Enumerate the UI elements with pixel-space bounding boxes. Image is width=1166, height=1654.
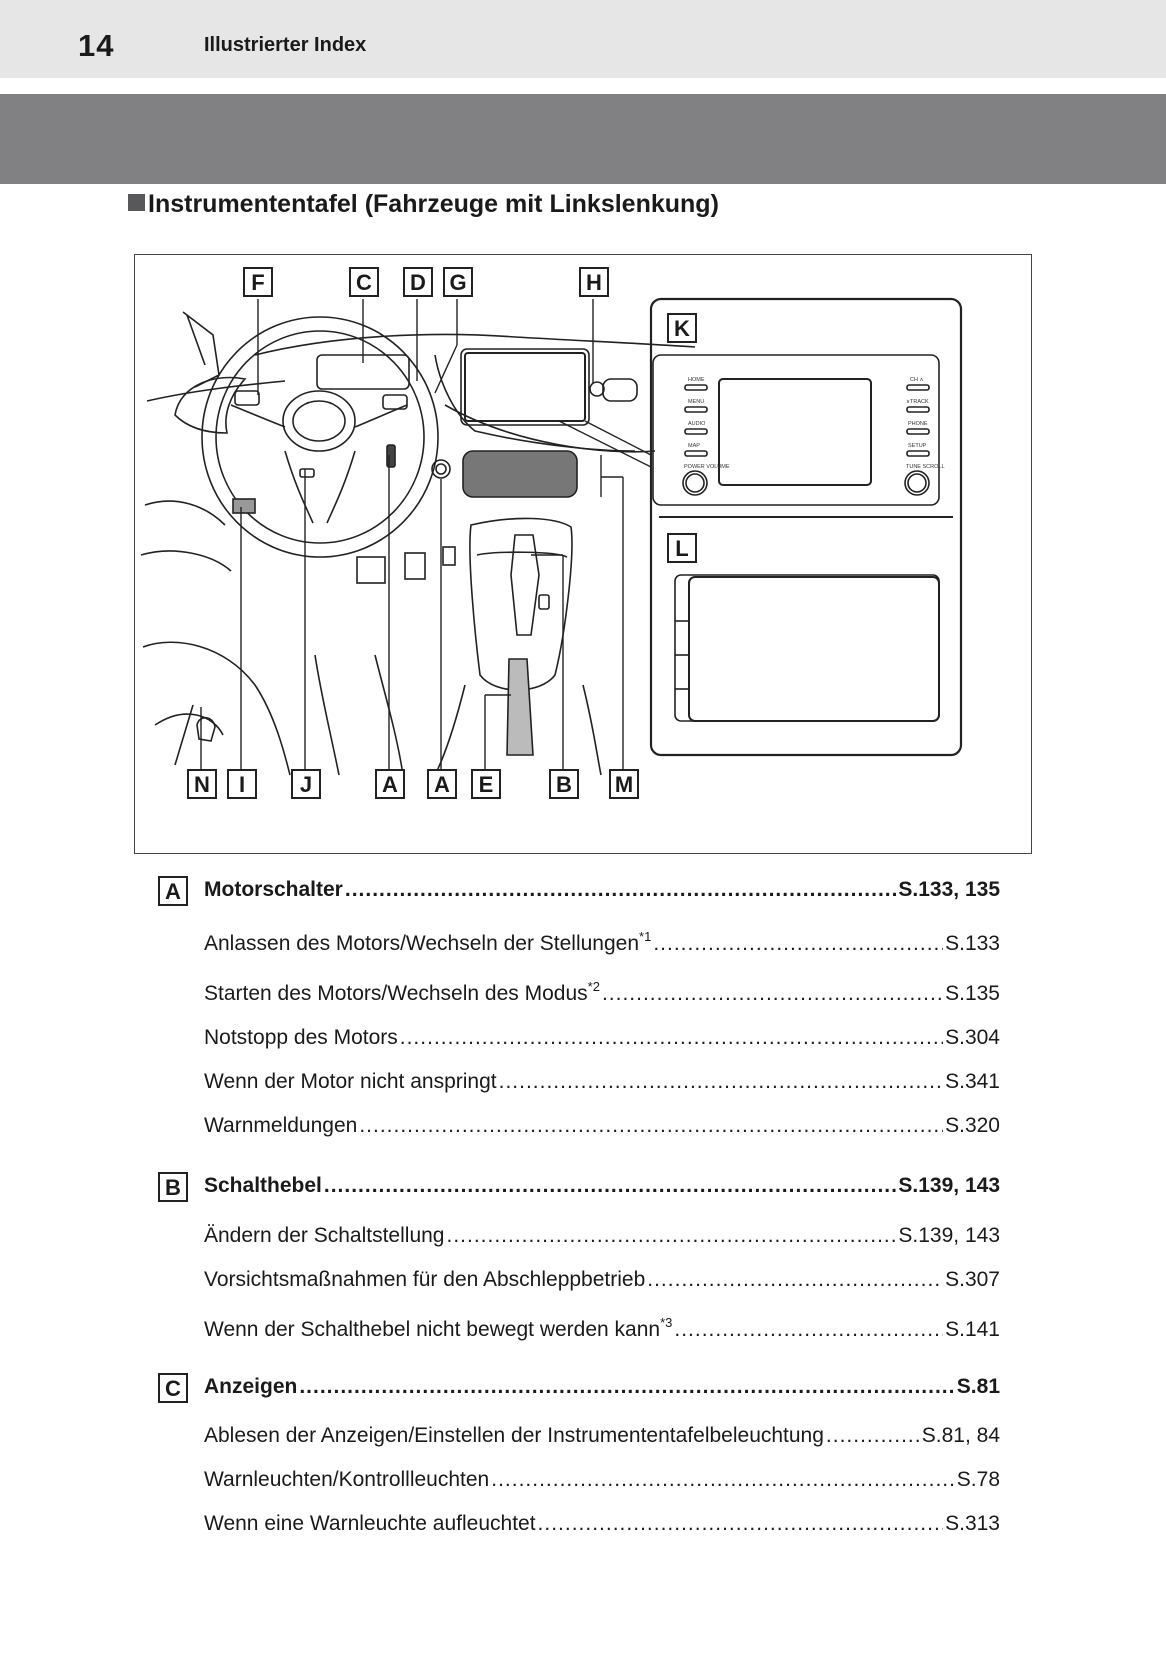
svg-text:MAP: MAP xyxy=(688,443,700,449)
label-b: B xyxy=(549,769,579,799)
svg-text:∨TRACK: ∨TRACK xyxy=(906,399,929,405)
label-e: E xyxy=(471,769,501,799)
climate-panel xyxy=(462,450,578,498)
label-l: L xyxy=(667,533,697,563)
index-entry: Starten des Motors/Wechseln des Modus*2S… xyxy=(204,978,1000,1006)
index-entry: Ändern der SchaltstellungS.139, 143 xyxy=(204,1220,1000,1248)
label-k: K xyxy=(667,313,697,343)
power-switch xyxy=(431,459,451,479)
label-a: A xyxy=(427,769,457,799)
label-n: N xyxy=(187,769,217,799)
label-c: C xyxy=(349,267,379,297)
svg-text:CH ∧: CH ∧ xyxy=(910,377,924,383)
index-entry: Notstopp des MotorsS.304 xyxy=(204,1022,1000,1050)
label-g: G xyxy=(443,267,473,297)
label-h: H xyxy=(579,267,609,297)
leader-lines xyxy=(200,299,652,769)
label-d: D xyxy=(403,267,433,297)
page-header: 14 Illustrierter Index xyxy=(0,0,1166,78)
section-title: Instrumententafel (Fahrzeuge mit Linksle… xyxy=(128,190,719,219)
svg-text:SETUP: SETUP xyxy=(908,443,927,449)
multimedia-screen xyxy=(464,352,586,422)
dashboard-drawing: HOME MENU AUDIO MAP POWER VOLUME CH ∧ ∨T… xyxy=(140,297,963,776)
pedal xyxy=(356,556,386,584)
steering-wheel xyxy=(201,316,439,558)
svg-text:MENU: MENU xyxy=(688,399,704,405)
radio-l xyxy=(674,574,940,722)
svg-text:TUNE SCROLL: TUNE SCROLL xyxy=(906,464,945,470)
square-bullet-icon xyxy=(128,194,145,211)
svg-text:PHONE: PHONE xyxy=(908,421,928,427)
page-number: 14 xyxy=(78,28,115,63)
door-area xyxy=(140,311,291,776)
hood-opener xyxy=(232,498,256,514)
label-j: J xyxy=(291,769,321,799)
engine-switch-h xyxy=(589,381,605,397)
svg-text:AUDIO: AUDIO xyxy=(688,421,706,427)
svg-text:POWER VOLUME: POWER VOLUME xyxy=(684,464,730,470)
index-entry: Wenn der Motor nicht anspringtS.341 xyxy=(204,1066,1000,1094)
label-a: A xyxy=(375,769,405,799)
index-entry: WarnmeldungenS.320 xyxy=(204,1110,1000,1138)
dash-top-line xyxy=(254,333,696,356)
header-band xyxy=(0,94,1166,184)
label-m: M xyxy=(609,769,639,799)
index-entry: Warnleuchten/KontrollleuchtenS.78 xyxy=(204,1464,1000,1492)
inset-panel xyxy=(649,297,963,757)
index-entry: Anlassen des Motors/Wechseln der Stellun… xyxy=(204,928,1000,956)
radio-button-labels: HOME MENU AUDIO MAP POWER VOLUME CH ∧ ∨T… xyxy=(684,377,945,470)
index-entry-main: MotorschalterS.133, 135 xyxy=(204,874,1000,902)
dashboard-illustration: HOME MENU AUDIO MAP POWER VOLUME CH ∧ ∨T… xyxy=(134,254,1032,854)
label-f: F xyxy=(243,267,273,297)
center-console xyxy=(434,517,602,776)
header-title: Illustrierter Index xyxy=(204,34,367,56)
index-entry: Ablesen der Anzeigen/Einstellen der Inst… xyxy=(204,1420,1000,1448)
index-entry-main: AnzeigenS.81 xyxy=(204,1371,1000,1399)
index-key-a: A xyxy=(158,876,188,906)
radio-k xyxy=(652,354,940,506)
index-entry: Vorsichtsmaßnahmen für den Abschleppbetr… xyxy=(204,1264,1000,1292)
index-entry: Wenn der Schalthebel nicht bewegt werden… xyxy=(204,1314,1000,1342)
index-key-b: B xyxy=(158,1172,188,1202)
svg-text:HOME: HOME xyxy=(688,377,705,383)
index-entry-main: SchalthebelS.139, 143 xyxy=(204,1170,1000,1198)
label-i: I xyxy=(227,769,257,799)
right-vent xyxy=(602,378,638,402)
index-entry: Wenn eine Warnleuchte aufleuchtetS.313 xyxy=(204,1508,1000,1536)
index-key-c: C xyxy=(158,1373,188,1403)
